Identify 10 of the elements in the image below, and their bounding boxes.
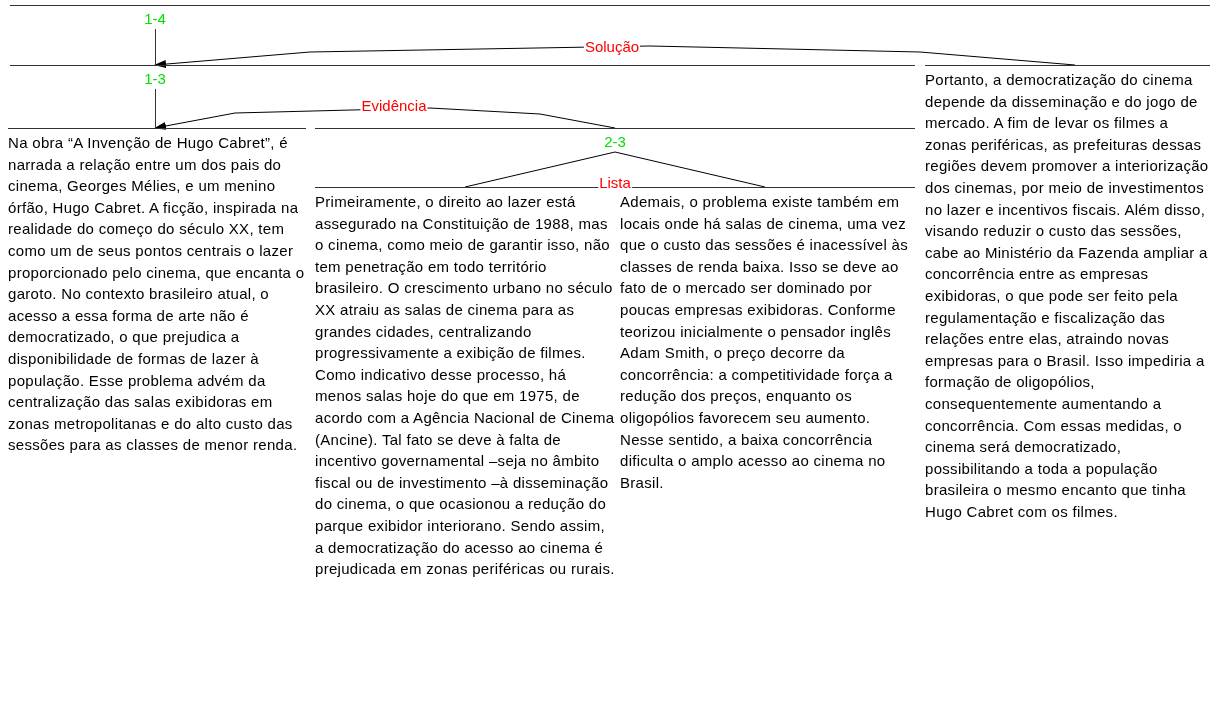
argument-text: Primeiramente, o direito ao lazer está assegurado na Constituição de 1988, mas o cinema, como meio de garantir isso, não tem penetração em todo território brasileiro. O crescimento urbano no século XX atraiu as salas de cinema para as grandes cidades, centralizando progressivamente a exibição de filmes. Como indicativo desse processo, há menos salas hoje do que em 1975, de acordo com a Agência Nacional de Cinema (Ancine). Tal fato se deve à falta de incentivo governamental –seja no âmbito fiscal ou de investimento –à disseminação do cinema, o que ocasionou a redução do parque exibidor interiorano. Sendo assim, a democratização do acesso ao cinema é prejudicada em zonas periféricas ou rurais. bbox=[315, 192, 615, 580]
argument-id-label: 1-4 bbox=[143, 10, 167, 28]
argument-text: Ademais, o problema existe também em locais onde há salas de cinema, uma vez que o custo das sessões é inacessível às classes de renda baixa. Isso se deve ao fato de o mercado ser dominado por poucas empresas exibidoras. Conforme teorizou inicialmente o pensador inglês Adam Smith, o preço decorre da concorrência: a competitividade força a redução dos preços, enquanto os oligopólios favorecem seu aumento. Nesse sentido, a baixa concorrência dificulta o amplo acesso ao cinema no Brasil. bbox=[620, 192, 909, 493]
argument-id-label: 1-3 bbox=[143, 70, 167, 88]
argument-text: Portanto, a democratização do cinema depende da disseminação e do jogo de mercado. A fim de levar os filmes a zonas periféricas, as prefeituras dessas regiões devem promover a interiorização dos cinemas, por meio de investimentos no lazer e incentivos fiscais. Além disso, visando reduzir o custo das sessões, cabe ao Ministério da Fazenda ampliar a concorrência entre as empresas exibidoras, o que pode ser feito pela regulamentação e fiscalização das relações entre elas, atraindo novas empresas para o Brasil. Isso impediria a formação de oligopólios, consequentemente aumentando a concorrência. Com essas medidas, o cinema será democratizado, possibilitando a toda a população brasileira o mesmo encanto que tinha Hugo Cabret com os filmes. bbox=[925, 70, 1210, 522]
connector-line bbox=[464, 151, 616, 188]
connector-line bbox=[614, 151, 766, 188]
argument-id-label: 2-3 bbox=[603, 133, 627, 151]
arrow bbox=[154, 45, 1076, 69]
argument-text: Na obra “A Invenção de Hugo Cabret”, é narrada a relação entre um dos pais do cinema, Georges Mélies, e um menino órfão, Hugo Cabret. A ficção, inspirada na realidade do começo do século XX, tem como um de seus pontos centrais o lazer proporcionado pelo cinema, que encanta o garoto. No contexto brasileiro atual, o acesso a essa forma de arte não é democratizado, o que prejudica a disponibilidade de formas de lazer à população. Esse problema advém da centralização das salas exibidoras em zonas metropolitanas e do alto custo das sessões para as classes de menor renda. bbox=[8, 133, 306, 456]
